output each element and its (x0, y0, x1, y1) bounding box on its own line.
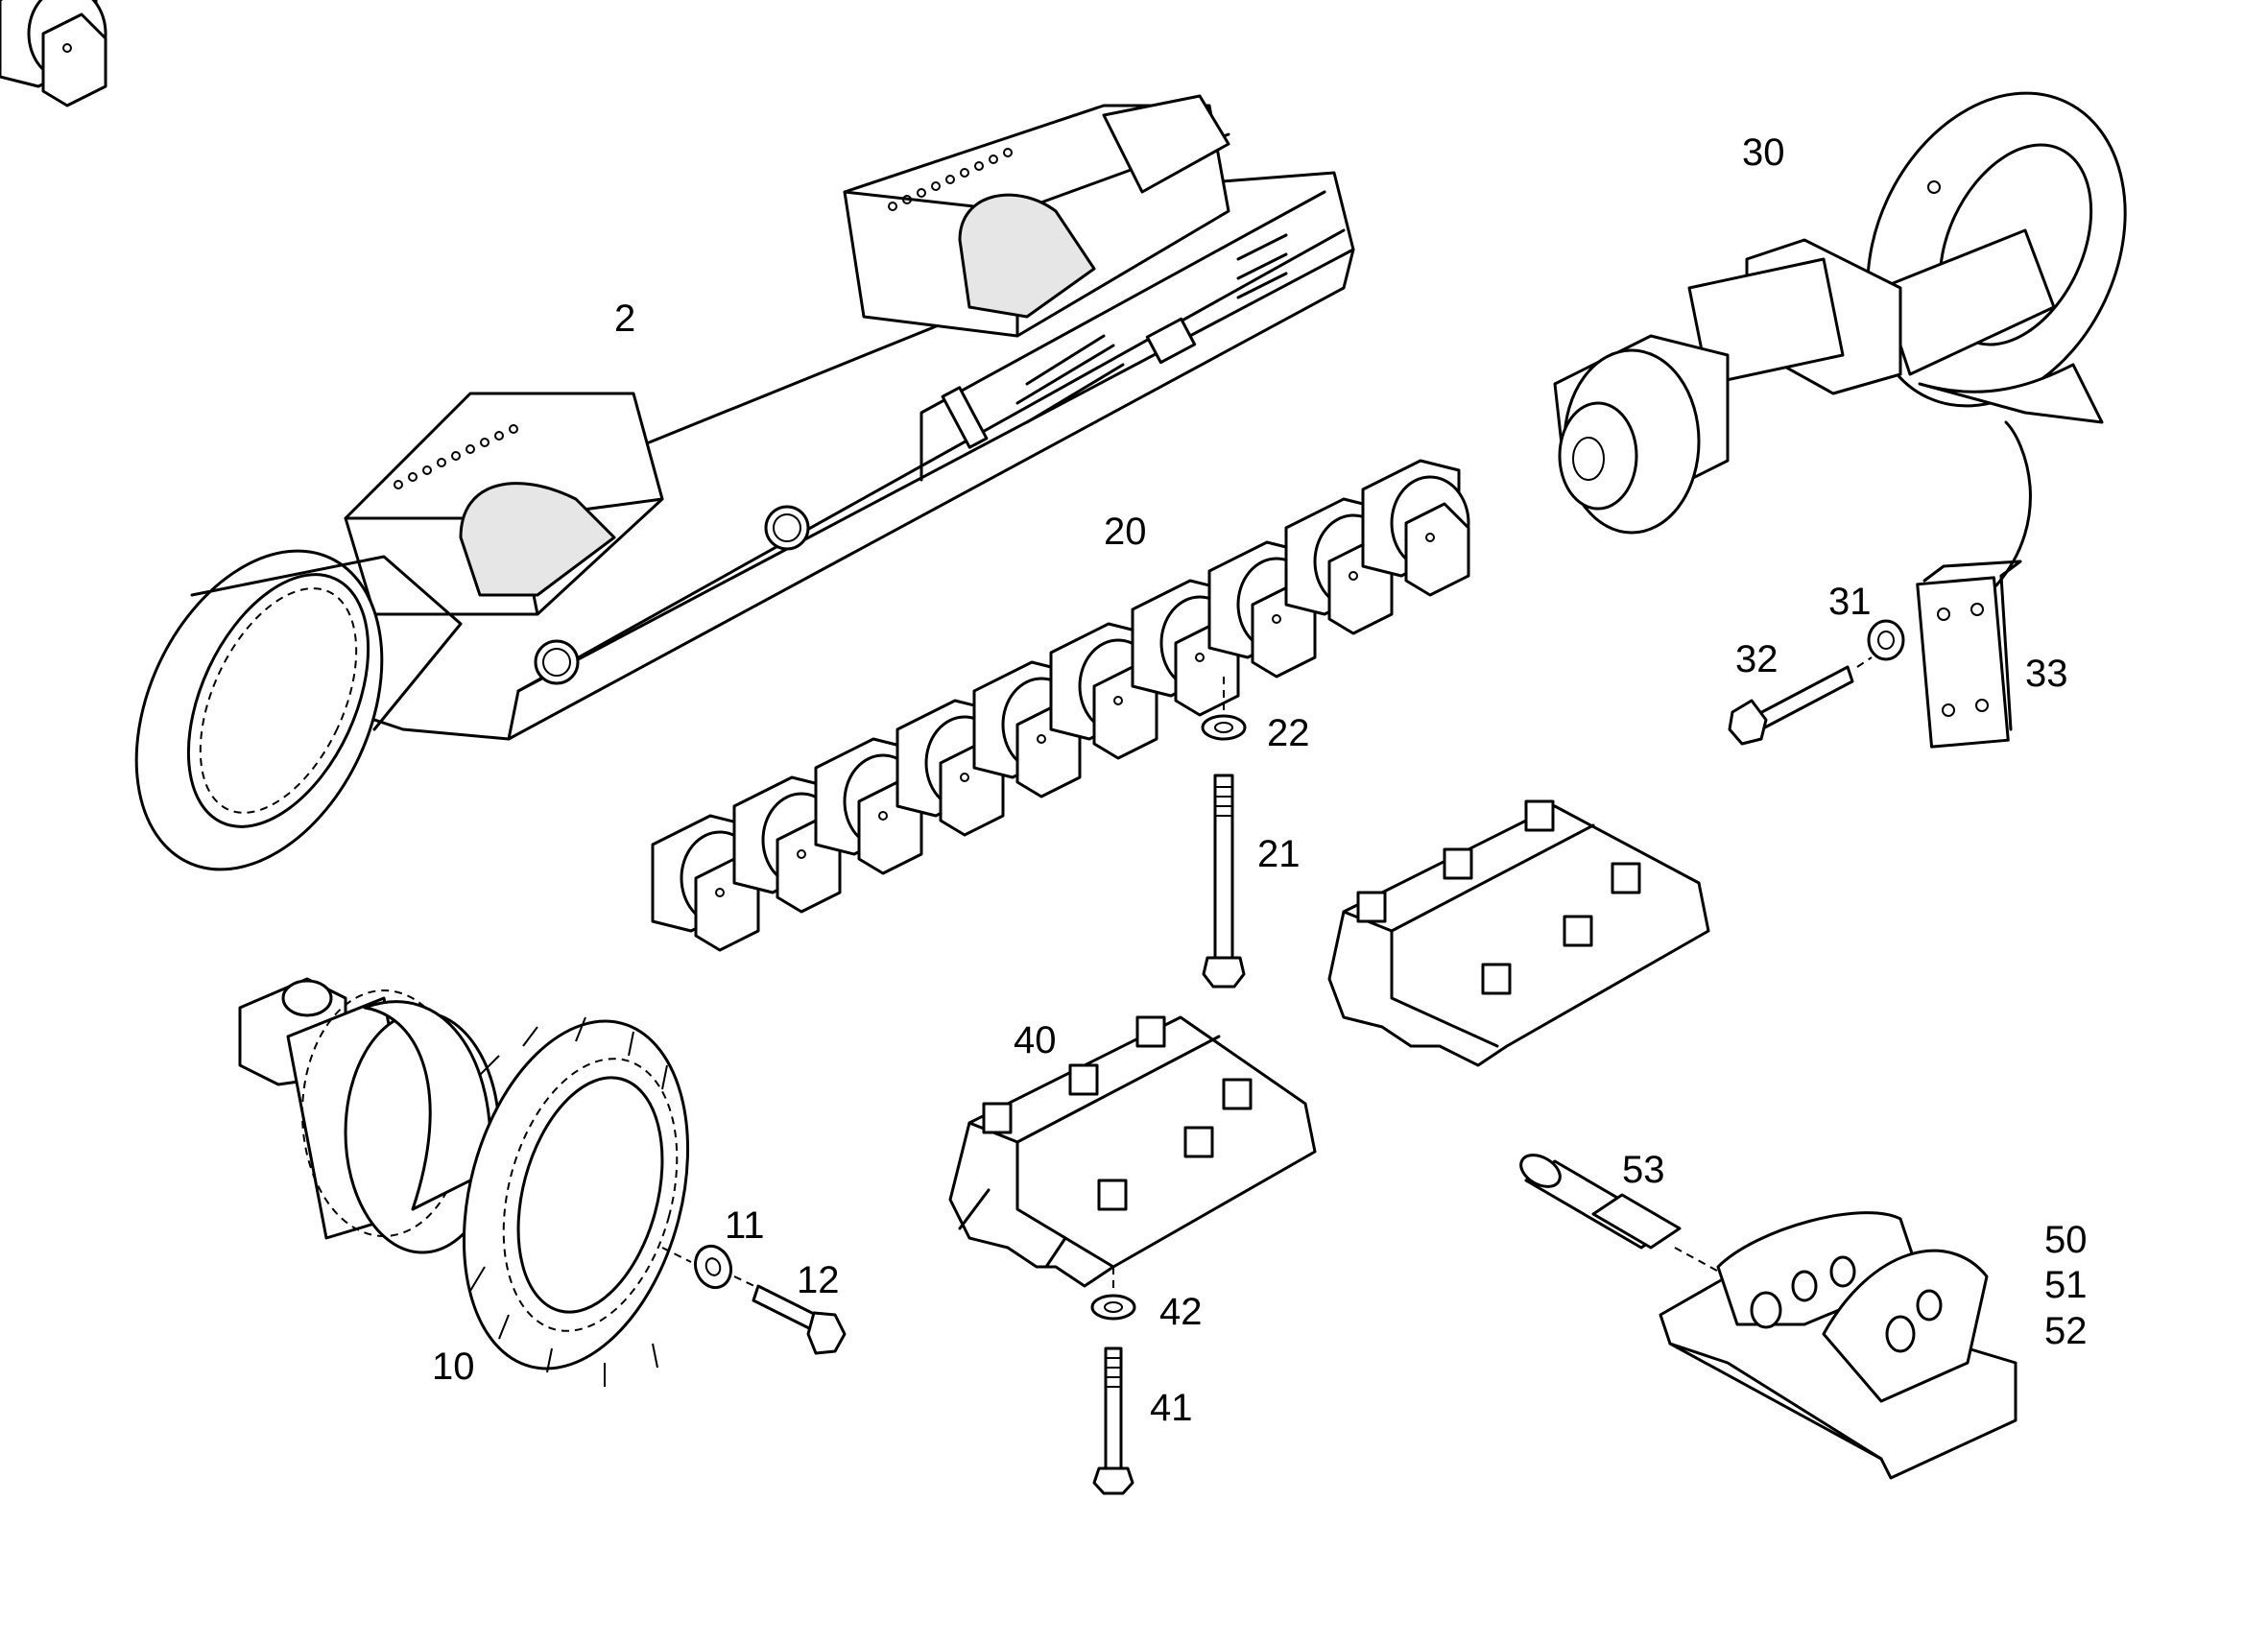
callout-53: 53 (1622, 1149, 1665, 1191)
track-chain-part (948, 1015, 1317, 1288)
idler-bolt-washer-block (1728, 560, 2022, 749)
drive-sprocket-part (238, 977, 692, 1387)
callout-10: 10 (432, 1346, 475, 1388)
callout-51: 51 (2044, 1264, 2088, 1306)
callout-33: 33 (2025, 653, 2068, 695)
callout-50: 50 (2044, 1219, 2088, 1261)
callout-40: 40 (1014, 1019, 1057, 1061)
track-chain-segment-2 (1327, 799, 1710, 1067)
callout-labels: 2 30 20 31 32 33 22 21 40 53 11 12 10 42… (432, 131, 2088, 1429)
track-frame-part (134, 94, 1355, 871)
chain-bolt-washer (1090, 1267, 1136, 1495)
sprocket-bolt-washer (693, 1244, 847, 1355)
callout-32: 32 (1735, 638, 1779, 680)
callout-2: 2 (614, 298, 635, 340)
callout-31: 31 (1828, 581, 1872, 623)
callout-42: 42 (1159, 1291, 1203, 1333)
roller-set-part (0, 0, 1470, 952)
roller-bolt-washer (1201, 677, 1247, 989)
callout-11: 11 (725, 1204, 765, 1247)
callout-20: 20 (1104, 511, 1147, 553)
callout-41: 41 (1150, 1387, 1193, 1429)
callout-12: 12 (797, 1259, 840, 1301)
track-shoe-part (1659, 1211, 2017, 1480)
callout-30: 30 (1742, 131, 1785, 174)
track-pin-part (1519, 1154, 1729, 1277)
callout-21: 21 (1257, 833, 1301, 875)
callout-52: 52 (2044, 1310, 2088, 1352)
callout-22: 22 (1267, 712, 1310, 754)
idler-assembly-part (1553, 91, 2127, 587)
